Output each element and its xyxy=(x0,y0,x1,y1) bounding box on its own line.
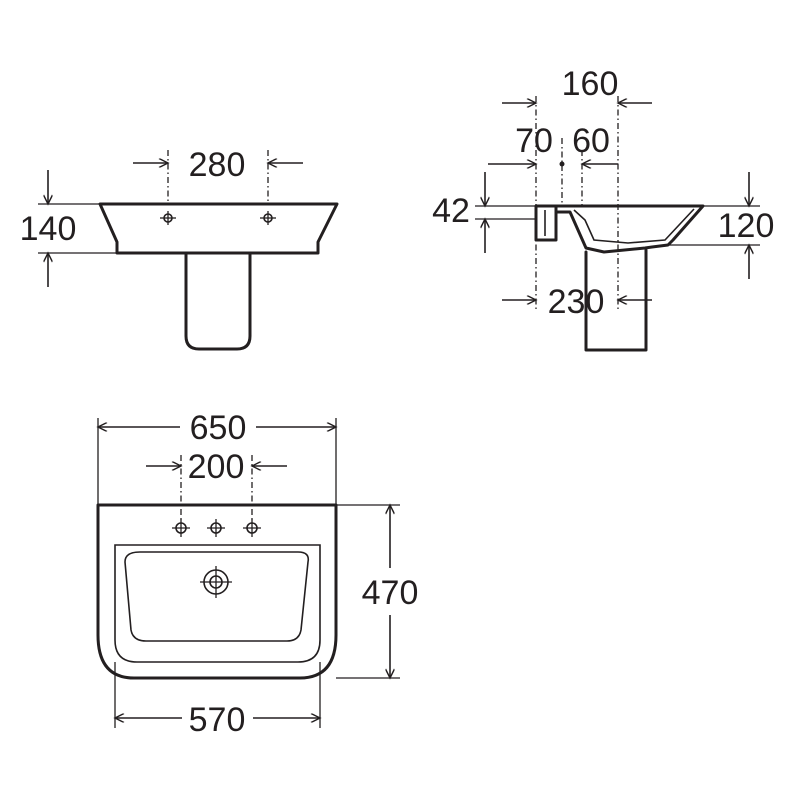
top-tap-hole-center-icon xyxy=(207,519,225,537)
dim-160-label: 160 xyxy=(562,65,619,103)
side-wall-bracket-outline xyxy=(534,204,558,242)
top-basin-outline xyxy=(96,503,338,680)
side-basin-outline xyxy=(554,204,705,254)
dim-140-label: 140 xyxy=(20,210,77,248)
top-tap-hole-left-icon xyxy=(172,519,190,537)
top-view: 650 200 470 570 xyxy=(98,409,418,739)
dim-60-label: 60 xyxy=(572,122,610,160)
front-tap-hole-right-icon xyxy=(260,211,276,225)
top-tap-hole-right-icon xyxy=(243,519,261,537)
dim-570-label: 570 xyxy=(189,701,246,739)
side-tap-position-icon xyxy=(559,161,565,167)
dim-42-label: 42 xyxy=(432,192,470,230)
dim-200-label: 200 xyxy=(188,448,245,486)
front-basin-outline xyxy=(98,202,339,255)
side-basin-inner-line xyxy=(573,208,695,244)
dim-280-label: 280 xyxy=(189,146,246,184)
side-view: 160 70 60 42 120 230 xyxy=(432,65,775,352)
front-view: 280 140 xyxy=(20,146,339,351)
top-basin-bowl xyxy=(124,551,310,642)
front-pedestal-outline xyxy=(184,251,252,351)
dim-120-label: 120 xyxy=(718,207,775,245)
dim-650-label: 650 xyxy=(190,409,247,447)
top-basin-rim xyxy=(114,544,321,663)
front-tap-hole-left-icon xyxy=(160,211,176,225)
dim-470-label: 470 xyxy=(362,574,419,612)
dim-70-label: 70 xyxy=(515,122,553,160)
drain-icon xyxy=(200,566,232,598)
dim-230-label: 230 xyxy=(548,283,605,321)
